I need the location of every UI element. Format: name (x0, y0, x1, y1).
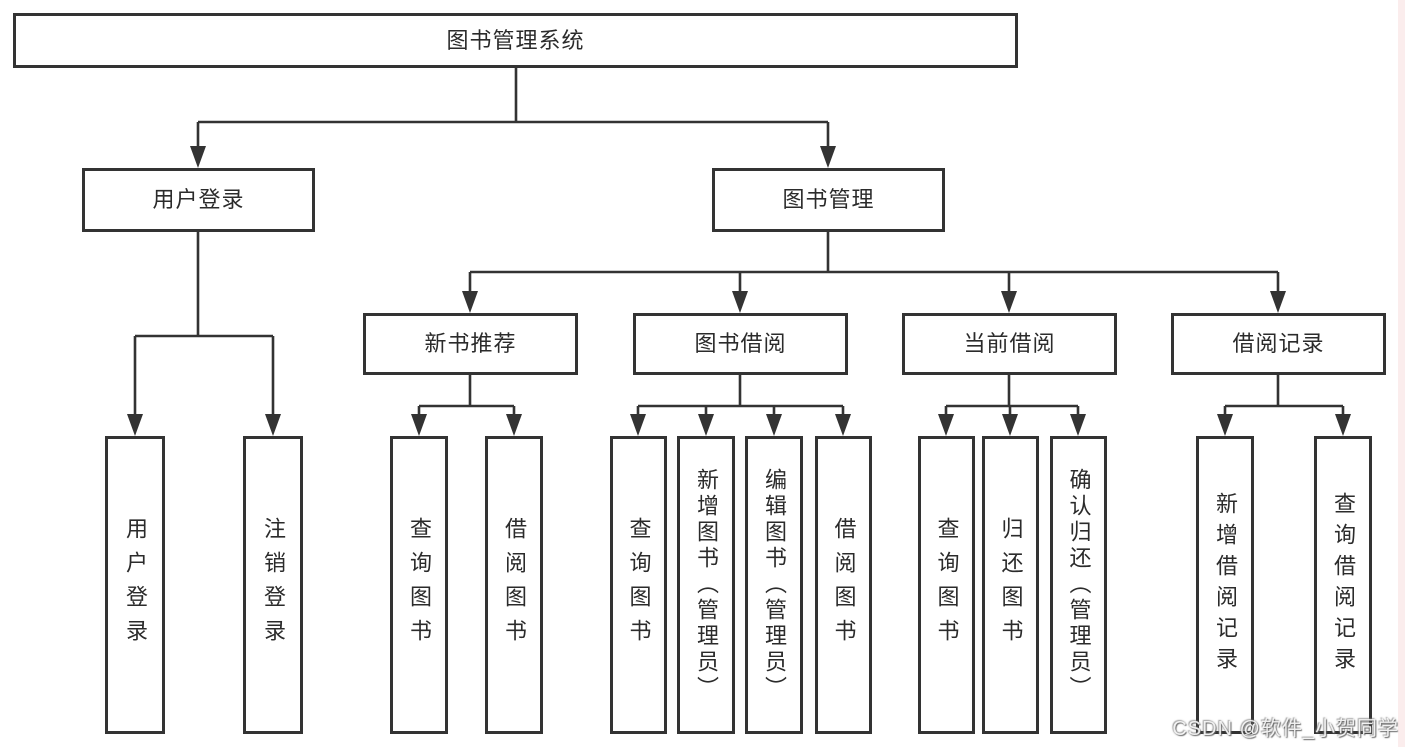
leaf-confirm-return-admin: 确认归还（管理员） (1050, 436, 1107, 734)
leaf-label: 确认归还（管理员） (1066, 468, 1092, 702)
node-label: 新书推荐 (424, 331, 517, 356)
leaf-label: 新增借阅记录 (1213, 492, 1238, 678)
leaf-label: 查询图书 (626, 517, 652, 653)
leaf-query-books-borrow: 查询图书 (610, 436, 667, 734)
leaf-label: 用户登录 (123, 517, 148, 653)
leaf-edit-books-admin: 编辑图书（管理员） (745, 436, 803, 734)
tree-edges (133, 68, 1345, 418)
leaf-logout: 注销登录 (243, 436, 303, 734)
leaf-return-books: 归还图书 (982, 436, 1039, 734)
leaf-label: 新增图书（管理员） (694, 468, 719, 702)
leaf-query-borrow-record: 查询借阅记录 (1314, 436, 1372, 734)
leaf-borrow-books: 借阅图书 (815, 436, 872, 734)
node-book-borrowing: 图书借阅 (633, 313, 848, 375)
leaf-query-books-recommend: 查询图书 (390, 436, 448, 734)
leaf-label: 查询图书 (407, 517, 432, 653)
leaf-add-books-admin: 新增图书（管理员） (677, 436, 735, 734)
node-label: 借阅记录 (1232, 331, 1325, 356)
node-label: 当前借阅 (963, 331, 1056, 356)
node-library-management-system: 图书管理系统 (13, 13, 1018, 68)
leaf-label: 借阅图书 (831, 517, 857, 653)
right-edge-strip (1398, 0, 1405, 747)
watermark: CSDN @软件_小贺同学 (1172, 718, 1399, 740)
node-label: 图书管理系统 (446, 27, 585, 53)
node-borrowing-records: 借阅记录 (1171, 313, 1386, 375)
node-label: 图书借阅 (694, 331, 787, 356)
leaf-borrow-books-recommend: 借阅图书 (485, 436, 543, 734)
leaf-label: 注销登录 (261, 517, 286, 653)
leaf-label: 查询借阅记录 (1331, 492, 1356, 678)
leaf-label: 归还图书 (998, 517, 1024, 653)
leaf-add-borrow-record: 新增借阅记录 (1196, 436, 1254, 734)
node-book-management: 图书管理 (712, 168, 945, 232)
node-current-borrowing: 当前借阅 (902, 313, 1117, 375)
leaf-label: 查询图书 (934, 517, 960, 653)
node-label: 用户登录 (152, 187, 245, 212)
leaf-label: 借阅图书 (502, 517, 527, 653)
arrowheads (127, 146, 1351, 436)
node-user-login: 用户登录 (82, 168, 315, 232)
leaf-user-login: 用户登录 (105, 436, 165, 734)
node-new-book-recommendation: 新书推荐 (363, 313, 578, 375)
node-label: 图书管理 (782, 187, 875, 212)
leaf-label: 编辑图书（管理员） (762, 468, 787, 702)
leaf-query-books-current: 查询图书 (918, 436, 975, 734)
